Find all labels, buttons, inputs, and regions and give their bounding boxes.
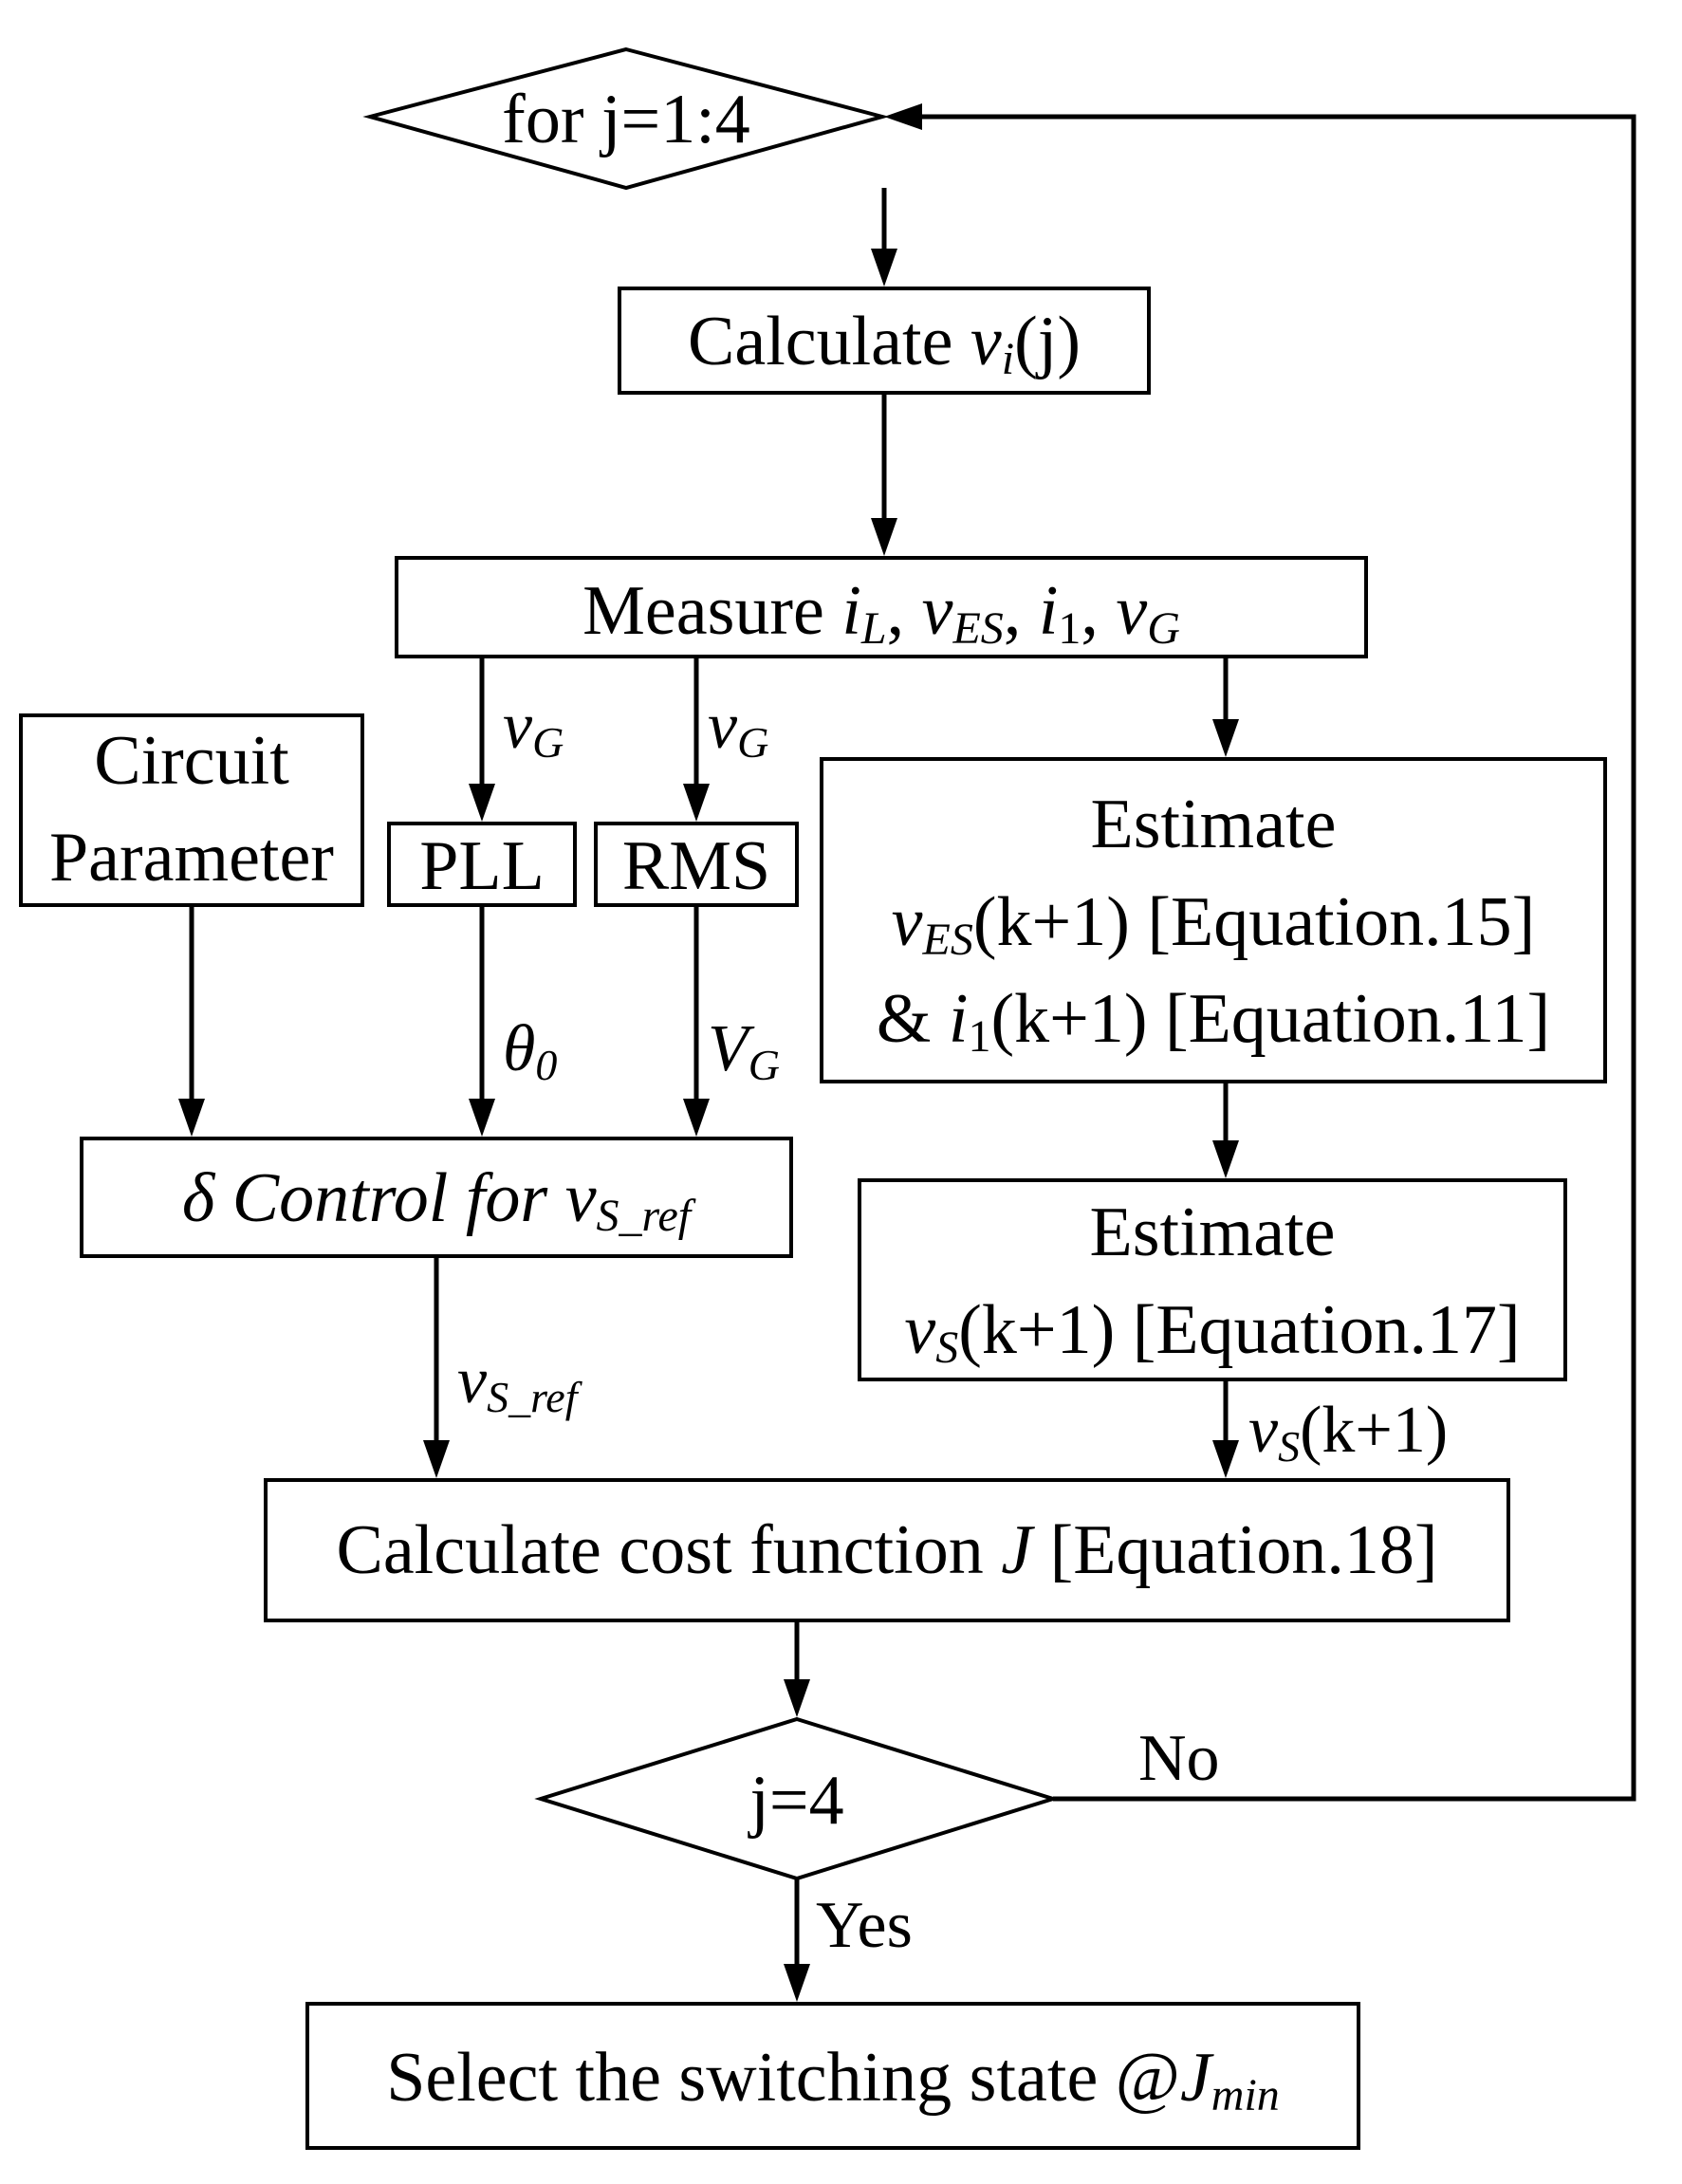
estimate-ves-box: Estimate vES(k+1) [Equation.15] & i1(k+1… bbox=[820, 757, 1607, 1083]
edge-decision-loop-back bbox=[884, 103, 1636, 1802]
edge-calculate-to-measure bbox=[871, 393, 897, 556]
loop-start-diamond: for j=1:4 bbox=[362, 46, 890, 191]
loop-start-label: for j=1:4 bbox=[502, 81, 750, 158]
circuit-parameter-line2: Parameter bbox=[49, 819, 334, 897]
label-yes: Yes bbox=[816, 1889, 913, 1962]
circuit-parameter-box: Circuit Parameter bbox=[19, 713, 364, 907]
edge-cost-to-decision bbox=[784, 1620, 810, 1717]
estimate-ves-line1: Estimate bbox=[1091, 786, 1337, 863]
label-vg-pll: vG bbox=[503, 690, 564, 767]
pll-label: PLL bbox=[419, 827, 545, 905]
measure-box: Measure iL, vES, i1, vG bbox=[395, 556, 1368, 658]
label-theta0: θ0 bbox=[503, 1012, 557, 1089]
edge-rms-to-control bbox=[683, 905, 710, 1137]
cost-function-box: Calculate cost function J [Equation.18] bbox=[264, 1478, 1510, 1622]
select-state-box: Select the switching state @Jmin bbox=[305, 2002, 1360, 2150]
edge-decision-to-select bbox=[784, 1879, 810, 2002]
edge-estimate-vs-to-cost bbox=[1212, 1379, 1239, 1478]
estimate-vs-line2: vS(k+1) [Equation.17] bbox=[904, 1291, 1520, 1373]
calculate-vi-box: Calculate vi(j) bbox=[618, 287, 1151, 395]
label-vg-rms: vG bbox=[708, 690, 768, 767]
label-vs-k1: vS(k+1) bbox=[1248, 1394, 1448, 1471]
label-VG: VG bbox=[708, 1012, 780, 1089]
estimate-ves-line2: vES(k+1) [Equation.15] bbox=[892, 883, 1536, 965]
calculate-vi-label: Calculate vi(j) bbox=[688, 303, 1081, 384]
edge-estimate-to-estimate-vs bbox=[1212, 1082, 1239, 1178]
delta-control-label: δ Control for vS_ref bbox=[182, 1159, 696, 1241]
measure-label: Measure iL, vES, i1, vG bbox=[582, 572, 1180, 654]
rms-box: RMS bbox=[594, 822, 799, 907]
label-vsref: vS_ref bbox=[457, 1344, 583, 1421]
circuit-parameter-line1: Circuit bbox=[94, 722, 289, 800]
rms-label: RMS bbox=[622, 827, 770, 905]
edge-control-to-cost bbox=[423, 1256, 450, 1478]
decision-diamond: j=4 bbox=[534, 1716, 1060, 1881]
edge-loop-to-calculate bbox=[871, 188, 897, 287]
edge-measure-to-estimate bbox=[1212, 657, 1239, 757]
decision-label: j=4 bbox=[747, 1762, 843, 1840]
delta-control-box: δ Control for vS_ref bbox=[80, 1137, 793, 1258]
estimate-vs-line1: Estimate bbox=[1090, 1194, 1336, 1271]
edge-measure-to-rms bbox=[683, 657, 710, 822]
cost-function-label: Calculate cost function J [Equation.18] bbox=[336, 1511, 1437, 1589]
edge-circuit-to-control bbox=[178, 905, 205, 1137]
edge-pll-to-control bbox=[469, 905, 495, 1137]
estimate-vs-box: Estimate vS(k+1) [Equation.17] bbox=[858, 1178, 1567, 1381]
label-no: No bbox=[1138, 1722, 1220, 1795]
select-state-label: Select the switching state @Jmin bbox=[386, 2039, 1280, 2120]
pll-box: PLL bbox=[387, 822, 577, 907]
edge-measure-to-pll bbox=[469, 657, 495, 822]
estimate-i1-line3: & i1(k+1) [Equation.11] bbox=[877, 980, 1550, 1062]
